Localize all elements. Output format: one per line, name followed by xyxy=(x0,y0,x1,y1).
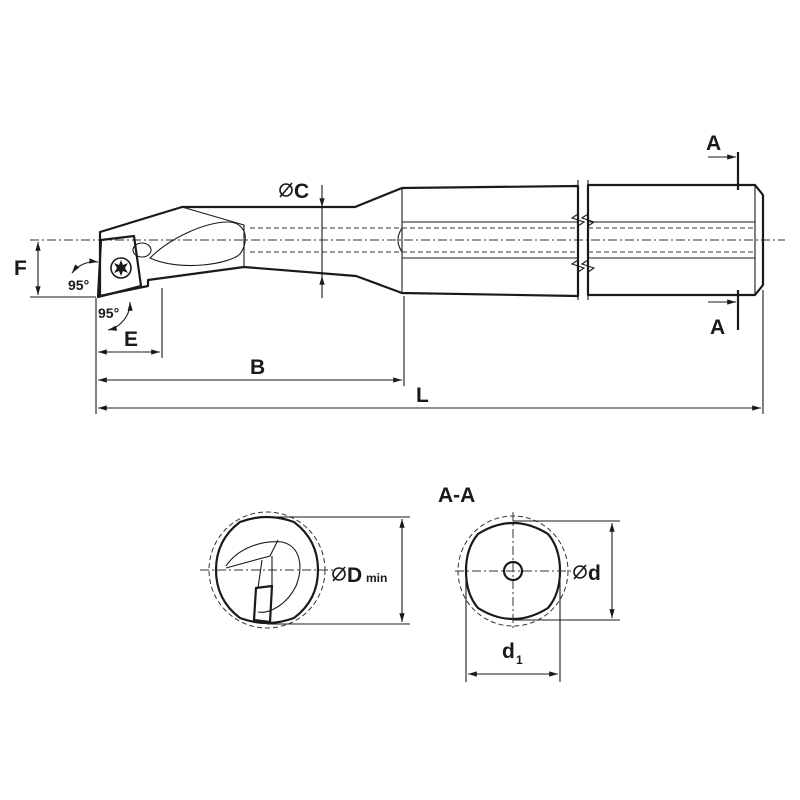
dim-D-label: D xyxy=(347,564,362,587)
dim-D-sub: min xyxy=(366,571,387,585)
front-pocket-edge xyxy=(225,539,279,569)
dim-d1-sub: 1 xyxy=(516,653,523,667)
insert xyxy=(96,234,143,299)
angle-label-top: 95° xyxy=(68,277,89,293)
diameter-symbol xyxy=(279,182,293,198)
chip-pocket-edge xyxy=(181,206,245,267)
angle-arc-bottom xyxy=(107,301,133,331)
torx-screw-icon xyxy=(110,257,132,279)
section-title: A-A xyxy=(438,484,475,507)
coolant-bore-end xyxy=(397,227,403,253)
section-mark-top: A xyxy=(706,132,721,155)
dim-B-label: B xyxy=(250,356,265,379)
front-insert-seat xyxy=(257,556,273,589)
section-view-A-A: A-A d d 1 xyxy=(438,484,620,682)
diameter-symbol xyxy=(573,564,587,580)
front-insert xyxy=(252,584,274,624)
break-line-right xyxy=(580,180,596,300)
chip-pocket xyxy=(149,221,246,267)
diameter-symbol xyxy=(332,566,346,582)
dim-d1-label: d xyxy=(502,640,515,663)
section-coolant-hole xyxy=(502,560,524,582)
angle-arc-top xyxy=(71,258,99,274)
angle-label-bottom: 95° xyxy=(98,305,119,321)
boring-bar-front-view: D min xyxy=(200,511,410,629)
dim-L-label: L xyxy=(416,384,429,407)
dim-C-label: C xyxy=(294,180,309,203)
front-body xyxy=(214,515,320,625)
dim-E-label: E xyxy=(124,328,138,351)
dim-F-label: F xyxy=(14,257,27,280)
section-body xyxy=(464,522,562,620)
section-mark-bottom: A xyxy=(710,316,725,339)
boring-bar-side-view: F 95° 95° C E B L A A xyxy=(14,132,785,414)
coolant-outlet xyxy=(132,242,152,258)
front-pocket xyxy=(225,541,301,613)
dim-d-label: d xyxy=(588,562,601,585)
break-line-left xyxy=(570,180,586,300)
